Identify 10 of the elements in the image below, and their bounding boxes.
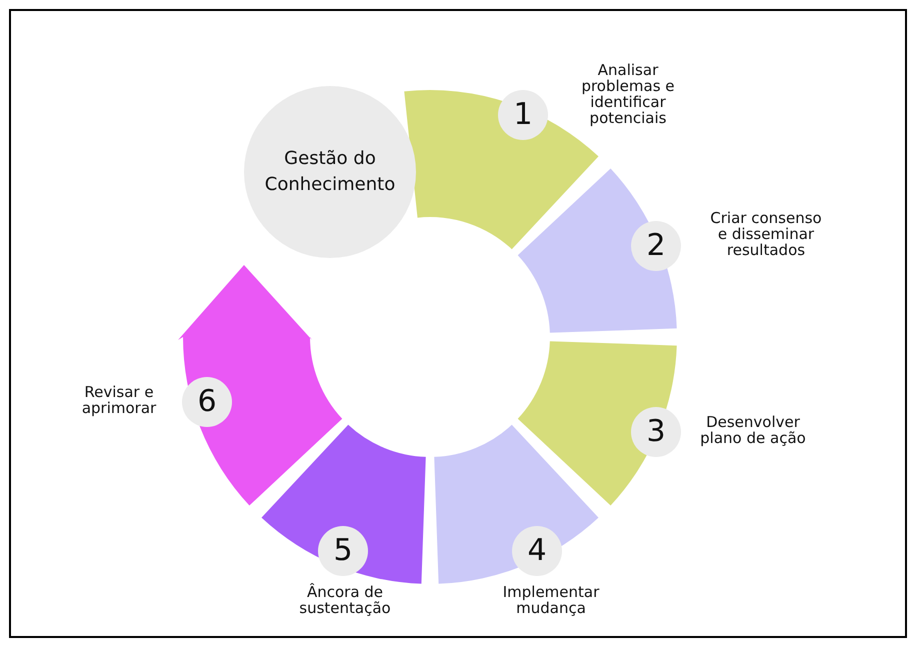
topic-circle: Gestão do Conhecimento: [244, 86, 416, 258]
step-label: Analisar problemas e identificar potenciais: [580, 62, 676, 126]
step-label: Criar consenso e disseminar resultados: [710, 210, 822, 258]
step-number-circle: 1: [498, 90, 548, 140]
step-number-circle: 3: [631, 407, 681, 457]
step-label: Revisar e aprimorar: [80, 384, 158, 416]
step-label: Desenvolver plano de ação: [699, 414, 807, 446]
step-label: Implementar mudança: [502, 584, 600, 616]
step-label: Âncora de sustentação: [298, 584, 392, 616]
step-number-circle: 2: [631, 221, 681, 271]
